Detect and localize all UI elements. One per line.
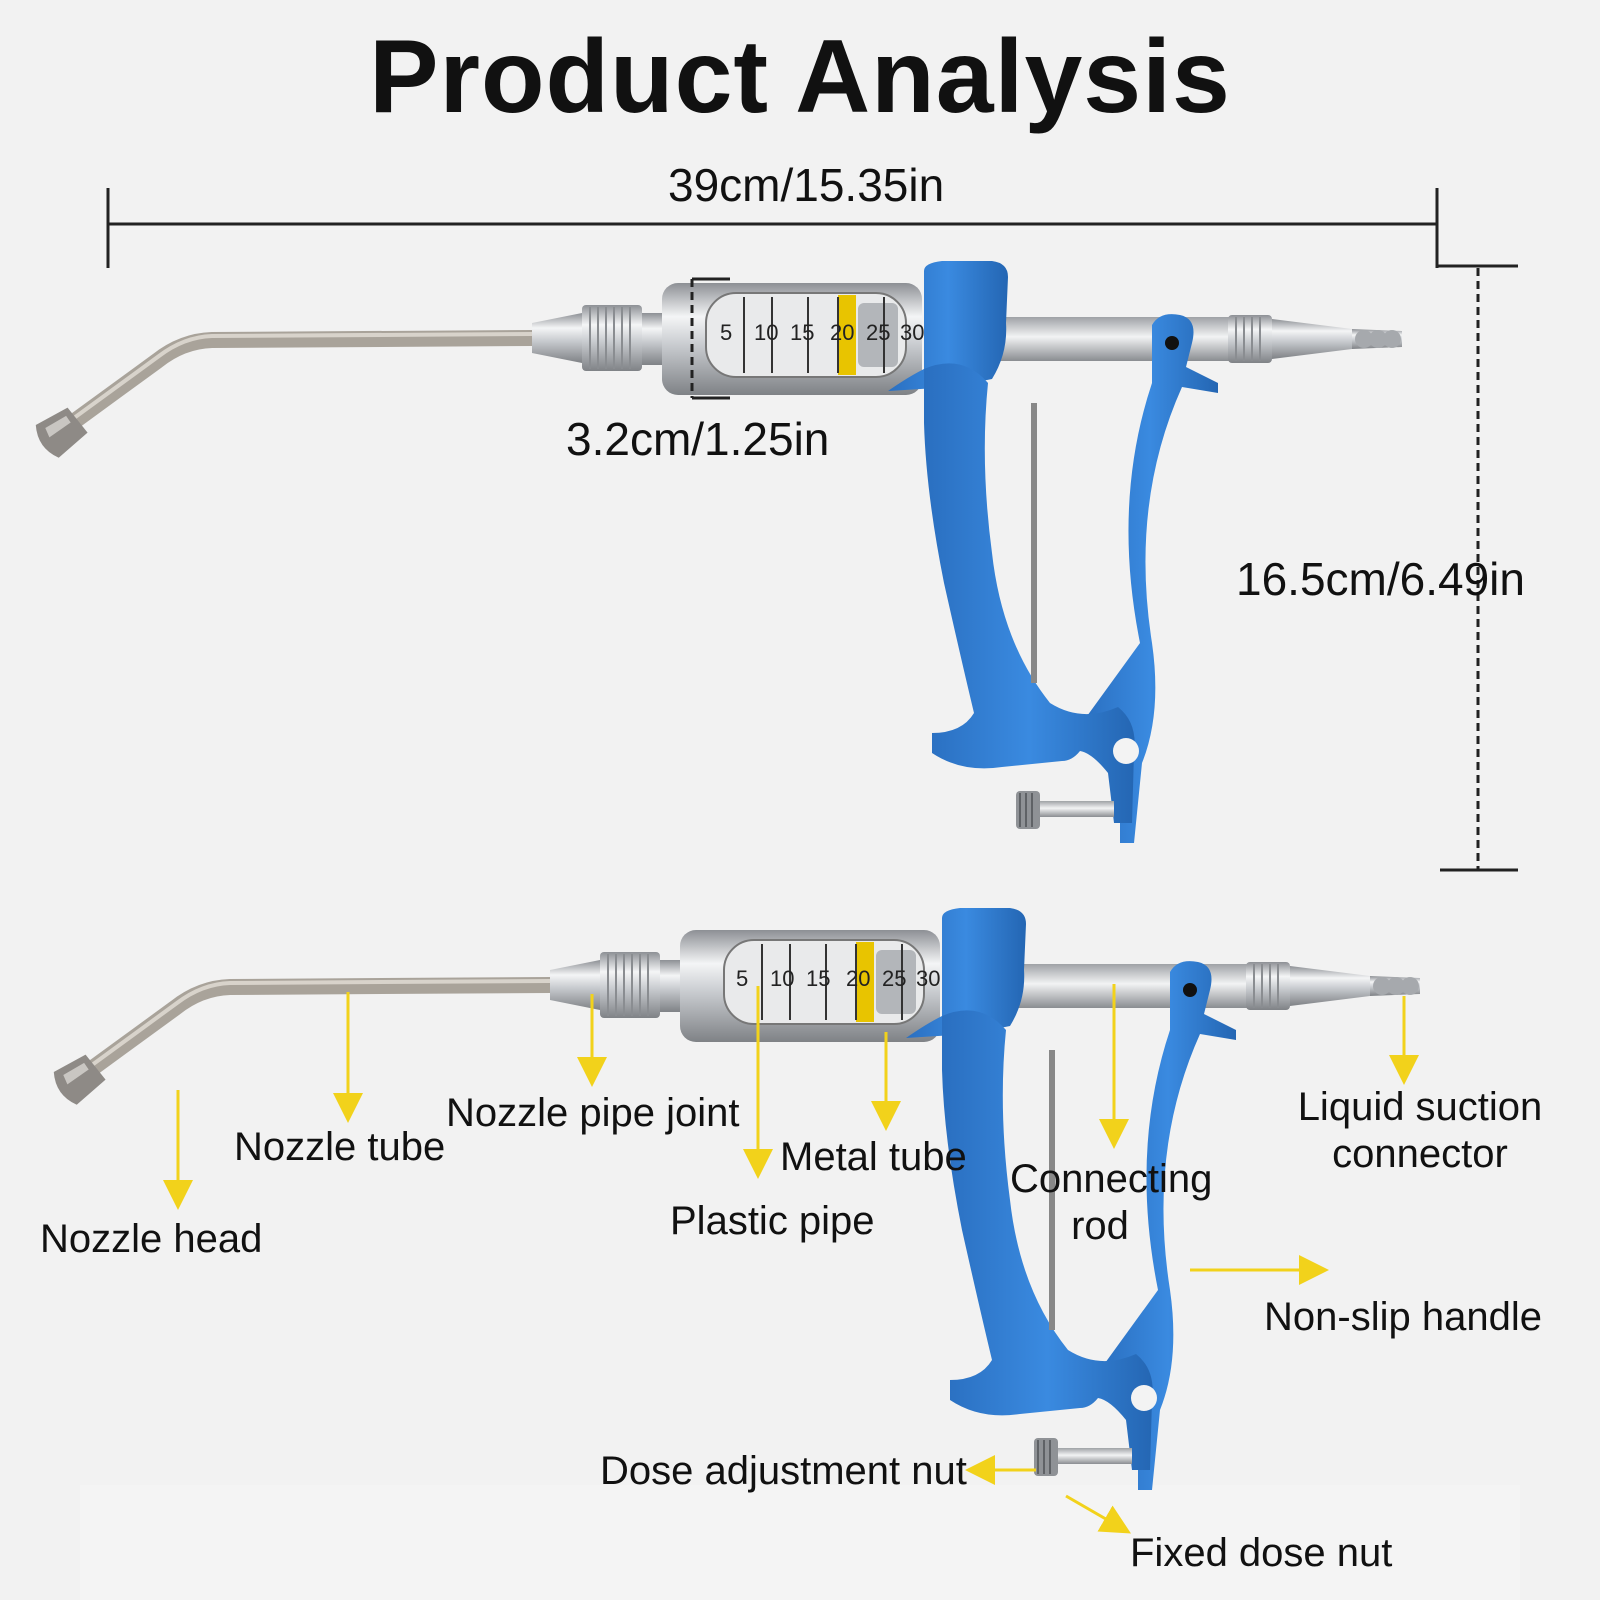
label-non-slip-handle: Non-slip handle: [1264, 1295, 1542, 1339]
top-scale-25: 25: [866, 320, 891, 345]
label-nozzle-tube: Nozzle tube: [234, 1125, 446, 1169]
label-connecting-rod-line1: Connecting: [1010, 1157, 1213, 1201]
background-band: [80, 1485, 1520, 1600]
top-scale-5: 5: [720, 320, 733, 345]
label-plastic-pipe: Plastic pipe: [670, 1199, 875, 1243]
bottom-scale-5: 5: [736, 966, 749, 991]
top-scale-30: 30: [900, 320, 925, 345]
label-liquid-suction-line1: Liquid suction: [1297, 1085, 1543, 1129]
label-liquid-suction-line2: connector: [1332, 1132, 1508, 1176]
top-scale-15: 15: [790, 320, 815, 345]
bottom-scale-25: 25: [882, 966, 907, 991]
label-dose-adjustment-nut: Dose adjustment nut: [600, 1449, 967, 1493]
label-fixed-dose-nut: Fixed dose nut: [1130, 1531, 1393, 1575]
label-nozzle-pipe-joint: Nozzle pipe joint: [446, 1091, 740, 1135]
label-liquid-suction-connector: Liquid suction connector: [1290, 1084, 1550, 1178]
height-dimension: 16.5cm/6.49in: [1236, 553, 1525, 605]
page-title: Product Analysis: [369, 19, 1231, 135]
callout-arrows: [163, 984, 1419, 1534]
label-nozzle-head: Nozzle head: [40, 1217, 263, 1261]
label-connecting-rod: Connecting rod: [1010, 1156, 1213, 1250]
top-scale-20: 20: [830, 320, 855, 345]
bottom-scale-10: 10: [770, 966, 795, 991]
top-syringe: [31, 261, 1402, 843]
dimension-lines: [106, 188, 1518, 872]
label-metal-tube: Metal tube: [780, 1135, 967, 1179]
bottom-scale-15: 15: [806, 966, 831, 991]
label-connecting-rod-line2: rod: [1071, 1204, 1129, 1248]
bottom-scale-20: 20: [846, 966, 871, 991]
bottom-scale-30: 30: [916, 966, 941, 991]
top-scale-10: 10: [754, 320, 779, 345]
barrel-diameter-dimension: 3.2cm/1.25in: [566, 413, 830, 465]
length-dimension: 39cm/15.35in: [668, 159, 945, 211]
